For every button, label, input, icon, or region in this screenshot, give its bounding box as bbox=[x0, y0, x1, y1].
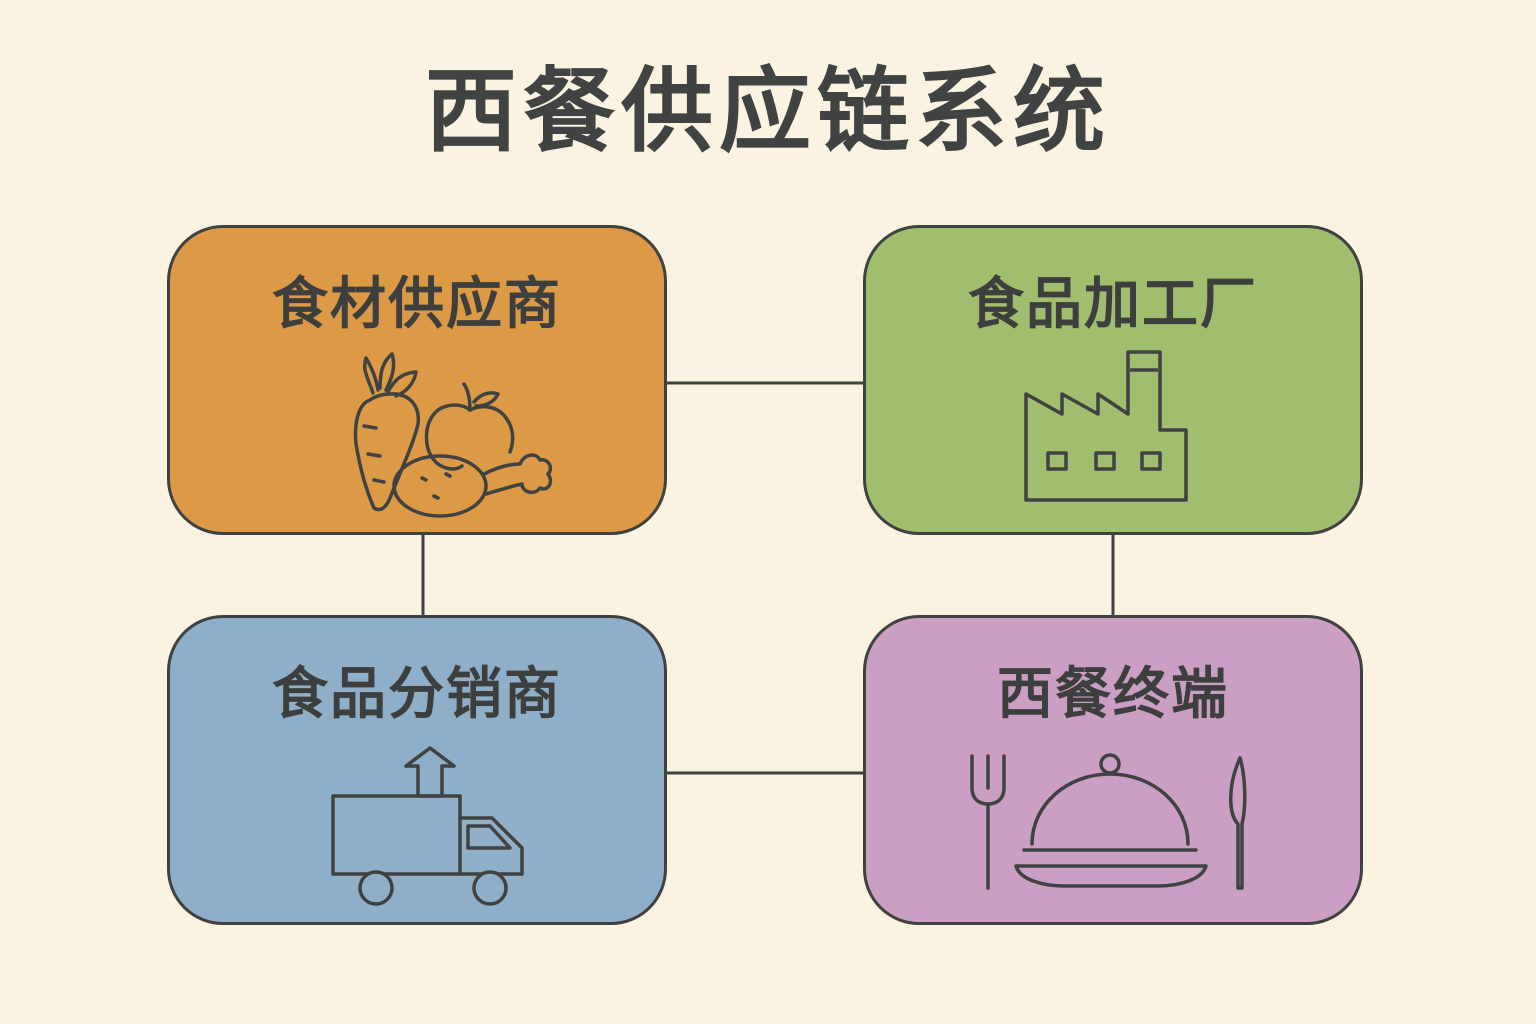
node-restaurant-label: 西餐终端 bbox=[997, 662, 1229, 727]
node-supplier[interactable]: 食材供应商 bbox=[167, 225, 667, 535]
node-factory-label: 食品加工厂 bbox=[968, 272, 1258, 337]
node-distributor-label: 食品分销商 bbox=[272, 662, 562, 727]
factory-icon bbox=[1024, 350, 1188, 502]
cloche-with-cutlery-icon bbox=[970, 753, 1247, 890]
page-title: 西餐供应链系统 bbox=[424, 58, 1111, 165]
delivery-truck-icon bbox=[331, 746, 524, 906]
node-supplier-label: 食材供应商 bbox=[272, 272, 562, 337]
vegetables-icon bbox=[353, 352, 553, 518]
node-restaurant[interactable]: 西餐终端 bbox=[863, 615, 1363, 925]
node-factory[interactable]: 食品加工厂 bbox=[863, 225, 1363, 535]
node-distributor[interactable]: 食品分销商 bbox=[167, 615, 667, 925]
